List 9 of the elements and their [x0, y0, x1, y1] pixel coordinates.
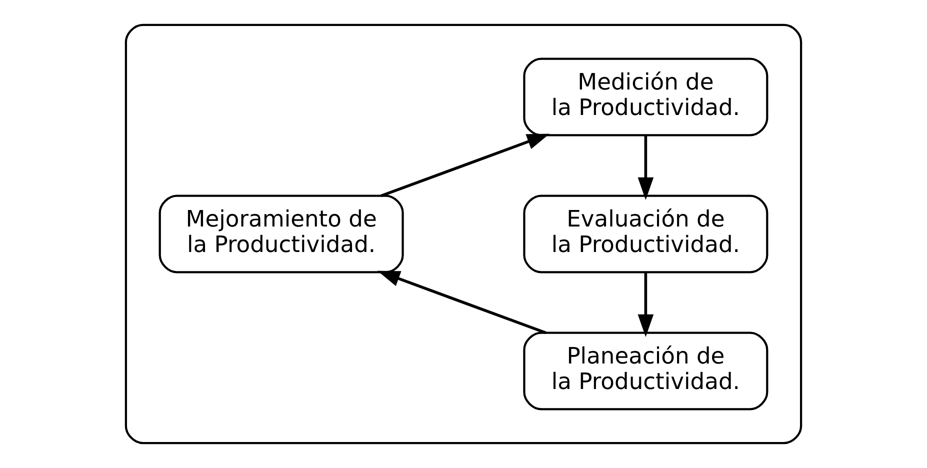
arrow — [638, 135, 654, 200]
node-box: Evaluación de la Productividad. — [523, 194, 768, 274]
cluster — [124, 24, 802, 444]
arrow — [377, 270, 546, 334]
arrow — [380, 134, 550, 198]
node-box: Medición de la Productividad. — [523, 58, 768, 136]
arrow — [638, 272, 654, 337]
node-box: Mejoramiento de la Productividad. — [158, 194, 404, 274]
node-box: Planeación de la Productividad. — [523, 332, 768, 410]
